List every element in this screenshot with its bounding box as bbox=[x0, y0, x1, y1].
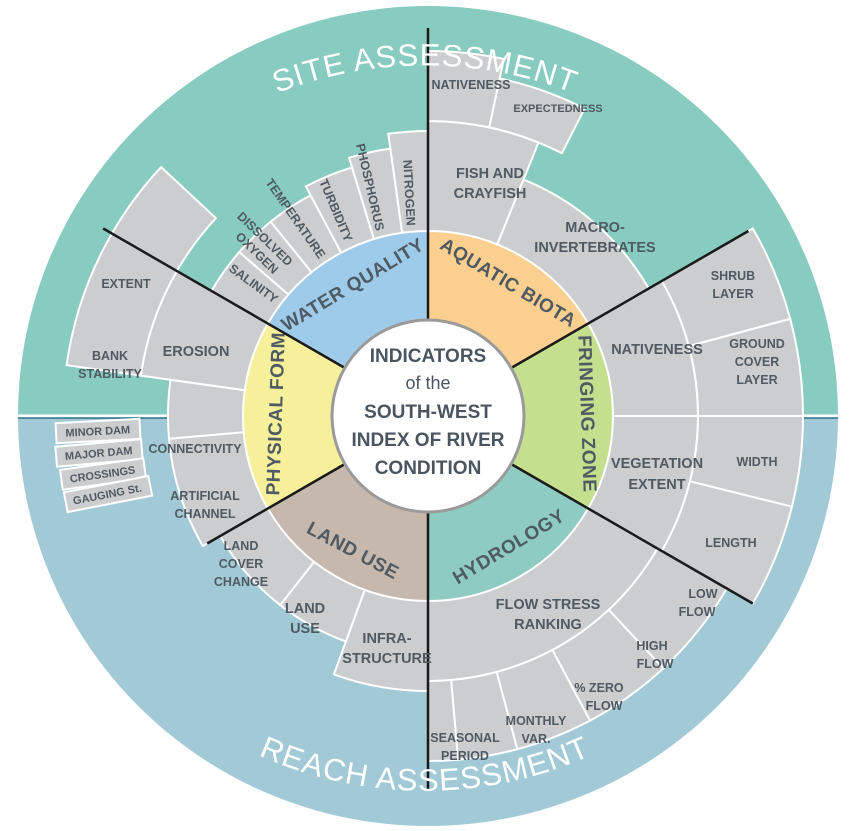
label-lu-1: LAND bbox=[285, 601, 325, 617]
divider-line-5 bbox=[206, 462, 346, 545]
label-monthly-2: VAR. bbox=[522, 732, 551, 746]
label-macro-1: MACRO- bbox=[565, 220, 625, 236]
center-line-4: INDEX OF RIVER bbox=[351, 430, 504, 451]
label-minor-dam: MINOR DAM bbox=[65, 424, 130, 439]
label-ground-1: GROUND bbox=[729, 337, 785, 351]
label-art-1: ARTIFICIAL bbox=[170, 489, 240, 503]
label-nitrogen: NITROGEN bbox=[400, 159, 417, 226]
label-fish-1: FISH AND bbox=[456, 166, 524, 182]
label-bank-2: STABILITY bbox=[78, 367, 142, 381]
cell-extent bbox=[110, 165, 218, 273]
label-ground-2: COVER bbox=[735, 355, 779, 369]
label-fz-nativeness: NATIVENESS bbox=[611, 342, 703, 358]
label-lu-2: USE bbox=[290, 621, 320, 637]
label-width: WIDTH bbox=[737, 455, 778, 469]
label-low-1: LOW bbox=[688, 587, 717, 601]
center-line-2: of the bbox=[405, 373, 450, 393]
label-seasonal-1: SEASONAL bbox=[430, 731, 500, 745]
label-bank-1: BANK bbox=[92, 349, 128, 363]
label-flow-2: RANKING bbox=[514, 617, 582, 633]
label-connectivity: CONNECTIVITY bbox=[148, 442, 242, 456]
category-wedges bbox=[242, 229, 614, 603]
label-macro-2: INVERTEBRATES bbox=[534, 240, 656, 256]
label-lcc-3: CHANGE bbox=[214, 575, 268, 589]
label-ground-3: LAYER bbox=[736, 373, 777, 387]
label-bio-nativeness: NATIVENESS bbox=[432, 78, 511, 92]
label-high-1: HIGH bbox=[636, 639, 667, 653]
center-line-5: CONDITION bbox=[375, 458, 482, 479]
divider-line-6 bbox=[102, 227, 346, 370]
label-shrub-1: SHRUB bbox=[711, 269, 755, 283]
divider-line-3 bbox=[510, 462, 754, 605]
label-fish-2: CRAYFISH bbox=[454, 186, 527, 202]
label-erosion: EROSION bbox=[163, 344, 230, 360]
connectivity-subitems: MINOR DAM MAJOR DAM CROSSINGS GAUGING St… bbox=[54, 417, 154, 514]
category-dividers bbox=[102, 28, 754, 791]
label-monthly-1: MONTHLY bbox=[506, 714, 567, 728]
label-art-2: CHANNEL bbox=[174, 507, 235, 521]
label-zero-2: FLOW bbox=[586, 699, 623, 713]
label-infra-2: STRUCTURE bbox=[342, 651, 432, 667]
label-veg-2: EXTENT bbox=[628, 477, 685, 493]
label-major-dam: MAJOR DAM bbox=[64, 445, 133, 463]
label-shrub-2: LAYER bbox=[712, 287, 753, 301]
center-line-3: SOUTH-WEST bbox=[364, 402, 492, 423]
label-zero-1: % ZERO bbox=[574, 681, 624, 695]
label-expectedness: EXPECTEDNESS bbox=[513, 103, 602, 115]
label-length: LENGTH bbox=[705, 536, 756, 550]
label-lcc-2: COVER bbox=[219, 557, 263, 571]
label-flow-1: FLOW STRESS bbox=[496, 597, 601, 613]
center-circle bbox=[330, 318, 526, 514]
label-lcc-1: LAND bbox=[224, 539, 259, 553]
cell-expectedness bbox=[488, 77, 586, 155]
label-seasonal-2: PERIOD bbox=[441, 749, 489, 763]
divider-line-2 bbox=[510, 229, 750, 370]
label-infra-1: INFRA- bbox=[362, 631, 411, 647]
label-high-2: FLOW bbox=[637, 657, 674, 671]
label-low-2: FLOW bbox=[679, 605, 716, 619]
label-veg-1: VEGETATION bbox=[611, 456, 703, 472]
center-line-1: INDICATORS bbox=[370, 346, 486, 367]
label-extent: EXTENT bbox=[101, 277, 151, 291]
